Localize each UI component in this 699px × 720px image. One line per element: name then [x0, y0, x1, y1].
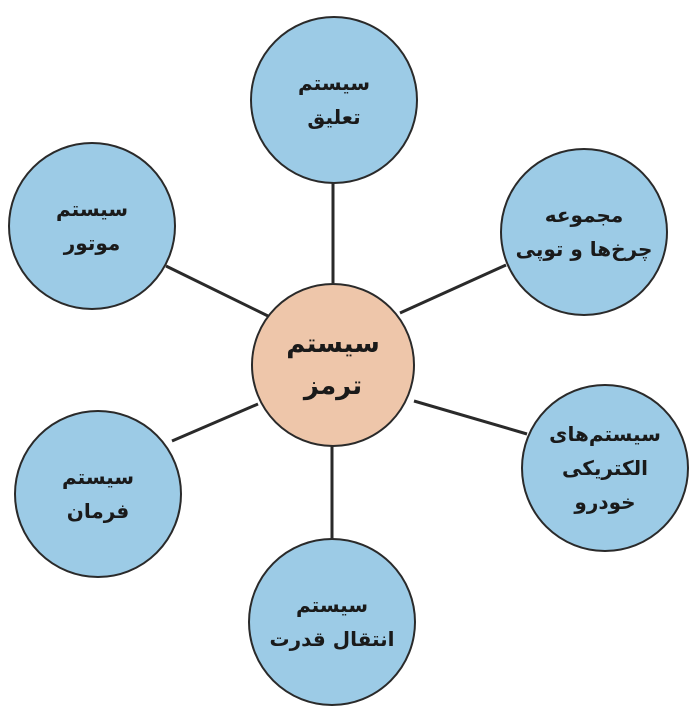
connector-electrical	[413, 399, 528, 436]
node-suspension-line-1: سیستم	[297, 71, 371, 95]
node-engine-line-1: سیستم	[55, 197, 129, 221]
node-wheels: مجموعه چرخ‌ها و توپی	[500, 148, 668, 316]
node-electrical-line-3: خودرو	[574, 490, 636, 514]
node-steering-line-2: فرمان	[66, 499, 130, 523]
node-engine: سیستم موتور	[8, 142, 176, 310]
node-steering-line-1: سیستم	[61, 465, 135, 489]
node-brake-center: سیستم ترمز	[251, 283, 415, 447]
node-electrical-line-2: الکتریکی	[562, 456, 648, 480]
node-transmission-line-2: انتقال قدرت	[269, 627, 395, 651]
node-wheels-line-1: مجموعه	[544, 203, 624, 227]
node-steering: سیستم فرمان	[14, 410, 182, 578]
node-transmission: سیستم انتقال قدرت	[248, 538, 416, 706]
connector-engine	[165, 264, 269, 318]
node-electrical: سیستم‌های الکتریکی خودرو	[521, 384, 689, 552]
center-line-2: ترمز	[303, 371, 363, 401]
connector-steering	[171, 402, 259, 443]
node-engine-line-2: موتور	[63, 231, 121, 255]
node-wheels-line-2: چرخ‌ها و توپی	[515, 237, 653, 261]
node-electrical-line-1: سیستم‌های	[549, 422, 661, 446]
center-line-1: سیستم	[286, 329, 380, 359]
node-transmission-line-1: سیستم	[295, 593, 369, 617]
connector-wheels	[399, 263, 507, 315]
node-suspension-line-2: تعلیق	[307, 105, 361, 129]
node-suspension: سیستم تعلیق	[250, 16, 418, 184]
